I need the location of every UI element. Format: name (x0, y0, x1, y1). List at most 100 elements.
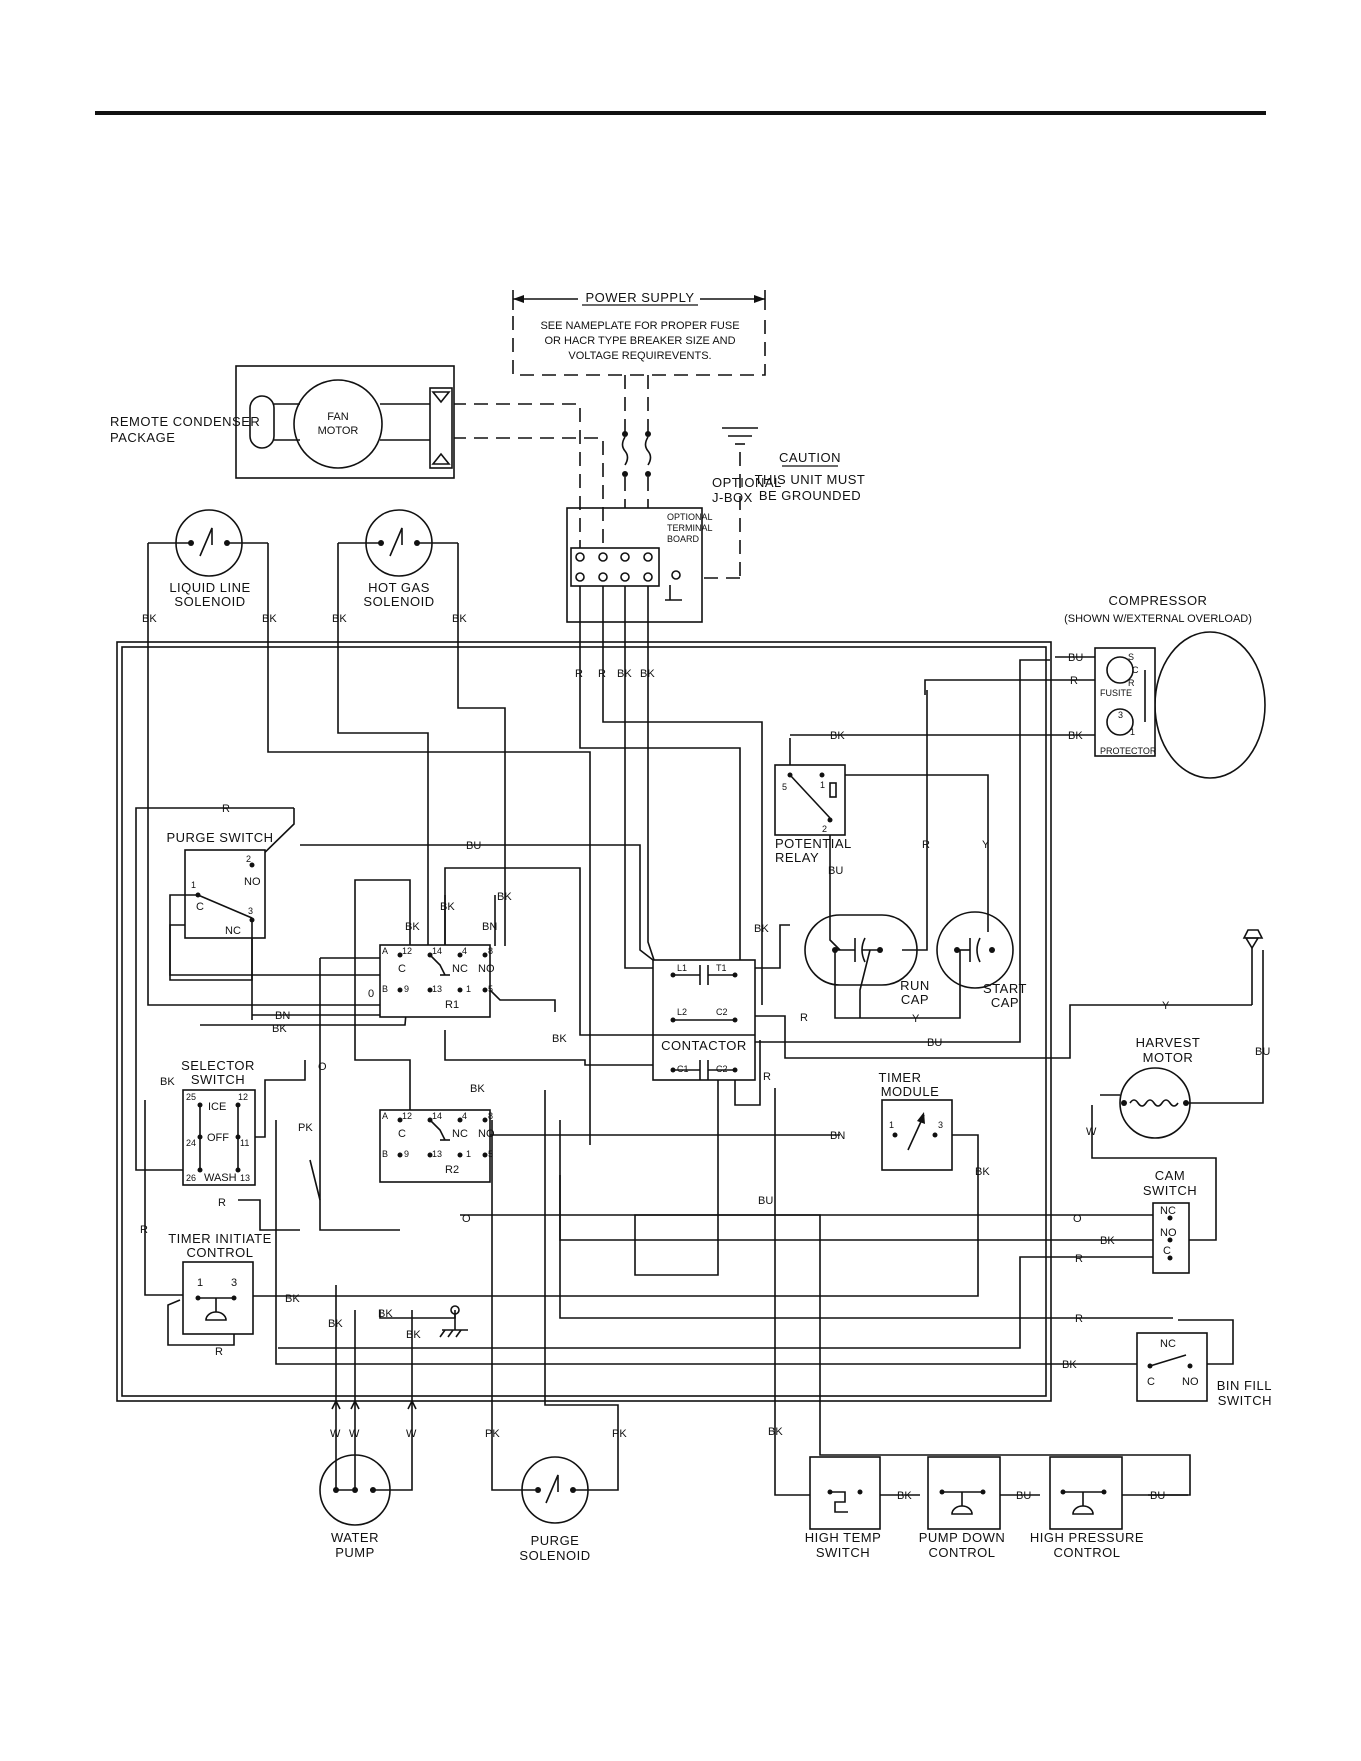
cam-terminal-nc: NC (1160, 1205, 1176, 1217)
selector-ice: ICE (208, 1101, 226, 1113)
wire-label: BK (405, 921, 420, 933)
wire-label: BK (1100, 1235, 1115, 1247)
r1-12: 12 (402, 946, 412, 956)
compressor-pin-3: 3 (1118, 710, 1123, 720)
selector-13: 13 (240, 1173, 250, 1183)
r1-nc: NC (452, 963, 468, 975)
r1-14: 14 (432, 946, 442, 956)
wire-label: BK (830, 730, 845, 742)
wire-label: BU (1255, 1046, 1270, 1058)
wire-label: BU (1068, 652, 1083, 664)
power-supply-note-1: SEE NAMEPLATE FOR PROPER FUSE (540, 320, 739, 332)
wire-label: BN (482, 921, 497, 933)
caution-ground: CAUTION THIS UNIT MUST BE GROUNDED (676, 427, 865, 579)
r1-label: R1 (445, 999, 459, 1011)
wire-label: PK (485, 1428, 500, 1440)
selector-24: 24 (186, 1138, 196, 1148)
wire-label: BU (466, 840, 481, 852)
high-pressure-label-1: HIGH PRESSURE (1030, 1530, 1144, 1545)
r1-13: 13 (432, 984, 442, 994)
r1-9: 9 (404, 984, 409, 994)
wire-label: W (406, 1428, 417, 1440)
r2-b: B (382, 1149, 388, 1159)
r2-c: C (398, 1128, 406, 1140)
r2-1: 1 (466, 1149, 471, 1159)
wire-label: O (318, 1061, 327, 1073)
potential-relay-label-1: POTENTIAL (775, 836, 852, 851)
wire-label: O (1073, 1213, 1082, 1225)
r2-9: 9 (404, 1149, 409, 1159)
caution-title: CAUTION (779, 450, 841, 465)
wire-label: BK (160, 1076, 175, 1088)
compressor-title: COMPRESSOR (1109, 593, 1208, 608)
wire-label: W (330, 1428, 341, 1440)
fan-motor-label-2: MOTOR (318, 425, 359, 437)
timer-initiate-terminal-1: 1 (197, 1277, 203, 1289)
wire-label: W (349, 1428, 360, 1440)
selector-26: 26 (186, 1173, 196, 1183)
run-cap-label-1: RUN (900, 978, 930, 993)
harvest-motor-label-2: MOTOR (1143, 1050, 1194, 1065)
remote-condenser: FAN MOTOR REMOTE CONDENSER PACKAGE (110, 365, 455, 479)
wire-label: BK (1068, 730, 1083, 742)
control-box-inner (121, 646, 1047, 1397)
power-supply-title: POWER SUPPLY (585, 290, 694, 305)
purge-solenoid: PURGE SOLENOID (519, 1456, 590, 1563)
contactor: L1 T1 L2 C2 CONTACTOR C1 C2 (652, 959, 756, 1081)
potential-relay: 5 1 2 POTENTIAL RELAY (774, 764, 852, 865)
power-supply: POWER SUPPLY SEE NAMEPLATE FOR PROPER FU… (512, 290, 766, 520)
r2-8: 8 (488, 1111, 493, 1121)
liquid-line-label-2: SOLENOID (174, 594, 245, 609)
purge-terminal-c: C (196, 901, 204, 913)
high-temp-label-1: HIGH TEMP (805, 1530, 882, 1545)
high-pressure-label-2: CONTROL (1053, 1545, 1120, 1560)
compressor-pin-s: S (1128, 652, 1134, 662)
timer-initiate-control: TIMER INITIATE CONTROL 1 3 (168, 1231, 271, 1335)
r2-a: A (382, 1111, 388, 1121)
bin-fill-switch: NC C NO BIN FILL SWITCH (1136, 1332, 1272, 1408)
power-supply-note-2: OR HACR TYPE BREAKER SIZE AND (544, 335, 735, 347)
r2-label: R2 (445, 1164, 459, 1176)
wire-label: BK (262, 613, 277, 625)
chassis-ground-symbol (439, 1305, 468, 1338)
purge-terminal-no: NO (244, 876, 261, 888)
bin-fill-terminal-no: NO (1182, 1376, 1199, 1388)
wire-label: Y (1162, 1000, 1170, 1012)
wire-label: BK (440, 901, 455, 913)
hot-gas-label-1: HOT GAS (368, 580, 430, 595)
wire-label: BK (897, 1490, 912, 1502)
run-cap: RUN CAP (804, 914, 930, 1007)
timer-module-terminal-1: 1 (889, 1120, 894, 1130)
relay-pin-2: 2 (822, 824, 827, 834)
contactor-c2-bottom: C2 (716, 1064, 728, 1074)
wire-label: W (1086, 1126, 1097, 1138)
wire-label: BU (1016, 1490, 1031, 1502)
cam-switch-label-2: SWITCH (1143, 1183, 1197, 1198)
relay-pin-5: 5 (782, 782, 787, 792)
compressor-subtitle: (SHOWN W/EXTERNAL OVERLOAD) (1064, 613, 1252, 625)
terminal-board-label-3: BOARD (667, 534, 700, 544)
wire-label: BU (927, 1037, 942, 1049)
bin-fill-label-2: SWITCH (1218, 1393, 1272, 1408)
r2-nc: NC (452, 1128, 468, 1140)
r1-1: 1 (466, 984, 471, 994)
wire-label: BK (452, 613, 467, 625)
condenser-label-2: PACKAGE (110, 430, 175, 445)
protector-label: PROTECTOR (1100, 746, 1157, 756)
selector-12: 12 (238, 1092, 248, 1102)
purge-solenoid-label-2: SOLENOID (519, 1548, 590, 1563)
water-pump-label-1: WATER (331, 1530, 379, 1545)
wire-label: BK (552, 1033, 567, 1045)
selector-25: 25 (186, 1092, 196, 1102)
wire-label: R (598, 668, 606, 680)
r1-8: 8 (488, 946, 493, 956)
wire-label: Y (982, 839, 990, 851)
high-pressure-control: HIGH PRESSURE CONTROL (1030, 1456, 1144, 1560)
terminal-board-label-1: OPTIONAL (667, 512, 713, 522)
liquid-line-solenoid: LIQUID LINE SOLENOID (148, 509, 268, 609)
r1-0: 0 (368, 988, 374, 1000)
wire-label: BU (828, 865, 843, 877)
wire-label: BK (497, 891, 512, 903)
r1-c: C (398, 963, 406, 975)
